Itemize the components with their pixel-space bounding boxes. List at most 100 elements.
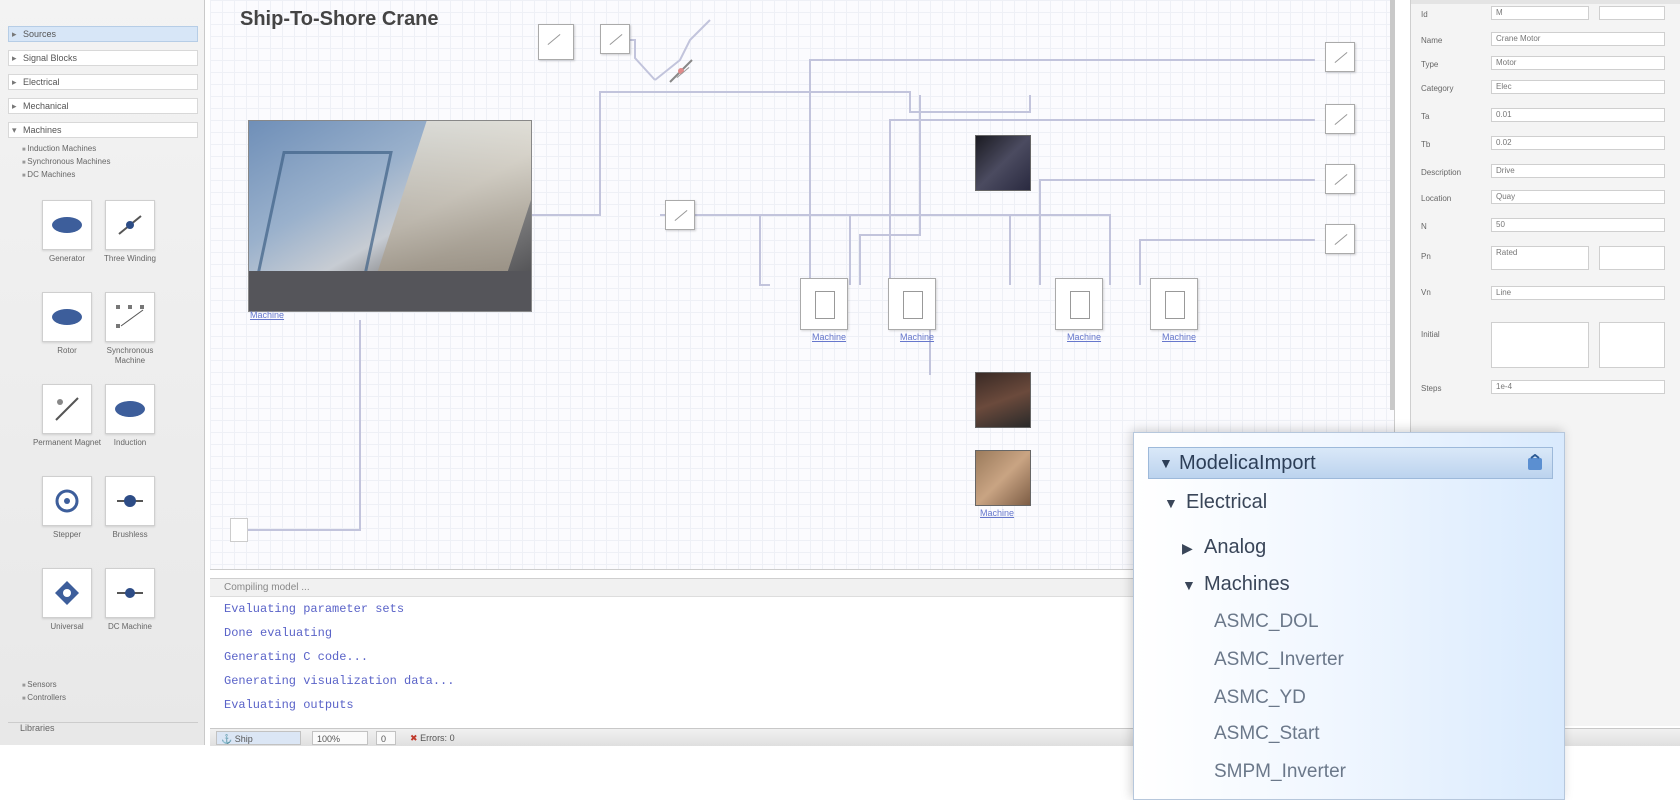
output-block[interactable] (1325, 104, 1355, 134)
status-errors[interactable]: 0 (376, 731, 396, 745)
prop-label: Category (1421, 84, 1454, 93)
motor-link[interactable]: Machine (900, 332, 935, 342)
tile-synchronous-machine[interactable] (105, 292, 155, 342)
prop-label: N (1421, 222, 1427, 231)
source-block[interactable] (538, 24, 574, 60)
status-mode[interactable]: ⚓ Ship (216, 731, 301, 745)
prop-field[interactable]: Crane Motor (1491, 32, 1665, 46)
library-subitem[interactable]: DC Machines (22, 170, 75, 179)
canvas-scrollbar[interactable] (1390, 0, 1395, 410)
tree-leaf[interactable]: ASMC_YD (1214, 687, 1306, 708)
prop-field[interactable]: 50 (1491, 218, 1665, 232)
ship-icon: ⚓ (221, 734, 233, 744)
status-mode-label: Ship (234, 734, 253, 744)
prop-field[interactable]: Rated (1491, 246, 1589, 270)
library-panel: Sources Signal Blocks Electrical Mechani… (0, 0, 205, 745)
tile-label: Generator (48, 254, 86, 263)
tile-stepper[interactable] (42, 476, 92, 526)
prop-field[interactable]: Elec (1491, 80, 1665, 94)
caret-down-icon: ▼ (1182, 577, 1196, 593)
motor-block[interactable] (1055, 278, 1103, 330)
prop-field[interactable] (1491, 322, 1589, 368)
tile-generator[interactable] (42, 200, 92, 250)
motor-block[interactable] (888, 278, 936, 330)
thumbnail-image[interactable] (975, 135, 1031, 191)
tile-label: Three Winding (103, 254, 157, 263)
motor-link[interactable]: Machine (1067, 332, 1102, 342)
tile-induction[interactable] (105, 384, 155, 434)
prop-field[interactable]: M (1491, 6, 1589, 20)
tree-item-label: Analog (1204, 536, 1267, 558)
motor-block[interactable] (1150, 278, 1198, 330)
tree-leaf[interactable]: ASMC_Inverter (1214, 649, 1344, 670)
motor-link[interactable]: Machine (812, 332, 847, 342)
prop-field[interactable]: 0.02 (1491, 136, 1665, 150)
tile-label: Synchronous Machine (106, 346, 154, 365)
tree-leaf[interactable]: ASMC_DOL (1214, 611, 1319, 632)
prop-label: Location (1421, 194, 1452, 203)
thumbnail-image[interactable] (975, 372, 1031, 428)
prop-label: Steps (1421, 384, 1442, 393)
library-row-signal-blocks[interactable]: Signal Blocks (8, 50, 198, 66)
arrow-icon (55, 397, 79, 421)
library-subitem[interactable]: Induction Machines (22, 144, 96, 153)
crane-photo[interactable] (248, 120, 532, 312)
converter-block[interactable] (665, 200, 695, 230)
tree-item-analog[interactable]: ▶Analog (1182, 536, 1266, 559)
library-subitem[interactable]: Controllers (22, 693, 66, 702)
library-row-mechanical[interactable]: Mechanical (8, 98, 198, 114)
library-subitem[interactable]: Synchronous Machines (22, 157, 110, 166)
tile-rotor[interactable] (42, 292, 92, 342)
tile-label: DC Machine (107, 622, 152, 631)
pin-icon[interactable] (1526, 454, 1544, 472)
output-block[interactable] (1325, 42, 1355, 72)
output-block[interactable] (1325, 164, 1355, 194)
console-line: Done evaluating (224, 626, 333, 640)
tile-brushless[interactable] (105, 476, 155, 526)
prop-field-extra[interactable] (1599, 322, 1665, 368)
crane-photo-quay (249, 271, 531, 311)
switch-block[interactable] (600, 24, 630, 54)
library-row-electrical[interactable]: Electrical (8, 74, 198, 90)
ground-block[interactable] (230, 518, 248, 542)
tile-permanent-magnet[interactable] (42, 384, 92, 434)
output-block[interactable] (1325, 224, 1355, 254)
prop-field[interactable]: 1e-4 (1491, 380, 1665, 394)
crane-photo-structure (255, 151, 393, 281)
prop-field[interactable]: Line (1491, 286, 1665, 300)
tile-label: Stepper (52, 530, 82, 539)
library-footer[interactable]: Libraries (8, 722, 198, 736)
tree-leaf[interactable]: SMPM_Inverter (1214, 761, 1346, 782)
motor-block[interactable] (800, 278, 848, 330)
caret-down-icon: ▼ (1159, 455, 1173, 471)
tile-universal[interactable] (42, 568, 92, 618)
status-warnings[interactable]: ✖ Errors: 0 (406, 731, 488, 745)
library-row-machines[interactable]: Machines (8, 122, 198, 138)
tree-item-electrical[interactable]: ▼Electrical (1164, 491, 1267, 514)
status-warnings-label: Errors: 0 (420, 733, 455, 743)
tile-three-winding[interactable] (105, 200, 155, 250)
tile-dc-machine[interactable] (105, 568, 155, 618)
motor-link[interactable]: Machine (1162, 332, 1197, 342)
library-subitem[interactable]: Sensors (22, 680, 56, 689)
tree-item-machines[interactable]: ▼Machines (1182, 573, 1290, 596)
photo-link[interactable]: Machine (250, 310, 285, 320)
prop-label: Description (1421, 168, 1462, 177)
library-row-sources[interactable]: Sources (8, 26, 198, 42)
pin-icon (118, 215, 142, 235)
prop-field[interactable]: Motor (1491, 56, 1665, 70)
prop-field[interactable]: 0.01 (1491, 108, 1665, 122)
prop-label: Pn (1421, 252, 1431, 261)
status-zoom[interactable]: 100% (312, 731, 368, 745)
prop-field[interactable]: Drive (1491, 164, 1665, 178)
thumbnail-link[interactable]: Machine (980, 508, 1015, 518)
tree-leaf[interactable]: ASMC_Start (1214, 723, 1320, 744)
prop-field-extra[interactable] (1599, 246, 1665, 270)
popup-header[interactable]: ▼ ModelicaImport (1148, 447, 1553, 479)
breaker-block[interactable] (668, 58, 694, 84)
prop-field[interactable]: Quay (1491, 190, 1665, 204)
prop-field-extra[interactable] (1599, 6, 1665, 20)
prop-label: Type (1421, 60, 1439, 69)
popup-title: ModelicaImport (1179, 452, 1316, 474)
thumbnail-image[interactable] (975, 450, 1031, 506)
